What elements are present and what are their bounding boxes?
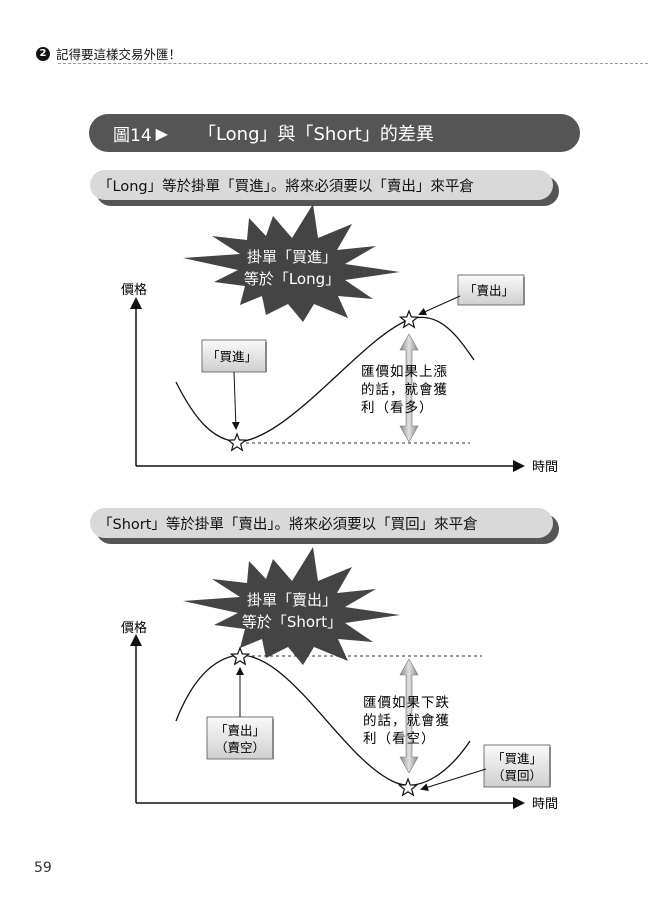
- figure-title: 「Long」與「Short」的差異: [197, 124, 434, 145]
- figure-title-banner: 圖14 ▶ 「Long」與「Short」的差異: [89, 114, 580, 152]
- short-diagram: 掛單「賣出」 等於「Short」 價格 時間 「賣出」 （賣空） 「買進」 （買…: [121, 547, 558, 812]
- short-subtitle-bar: 「Short」等於掛單「賣出」。將來必須要以「買回」來平倉: [90, 508, 553, 538]
- short-buy-callout: 「買進」 （買回）: [420, 744, 551, 792]
- short-note-line3: 利（看空）: [363, 731, 436, 747]
- page-number: 59: [34, 860, 52, 876]
- long-y-axis-label: 價格: [121, 282, 147, 298]
- short-note-line1: 匯價如果下跌: [363, 695, 450, 711]
- long-burst-line2: 等於「Long」: [244, 270, 340, 288]
- long-sell-star-icon: [398, 309, 420, 329]
- short-gain-arrow: [399, 658, 419, 774]
- long-sell-callout: 「賣出」: [418, 274, 525, 316]
- long-sell-label: 「賣出」: [464, 283, 514, 298]
- long-subtitle-bar: 「Long」等於掛單「買進」。將來必須要以「賣出」來平倉: [90, 170, 553, 200]
- short-sell-label-line1: 「賣出」: [215, 723, 265, 738]
- running-header: 2 記得要這樣交易外匯！: [36, 44, 181, 63]
- long-gain-arrow: [399, 333, 419, 443]
- long-note-line3: 利（看多）: [361, 399, 434, 416]
- long-note-line2: 的話，就會獲: [361, 381, 448, 398]
- short-burst-line2: 等於「Short」: [242, 613, 342, 631]
- long-buy-star-icon: [226, 432, 248, 452]
- long-diagram: 掛單「買進」 等於「Long」 價格 時間 「買進」 「賣出」 匯價如果上漲 的…: [121, 204, 558, 475]
- short-buy-star-icon: [397, 777, 419, 797]
- short-y-axis-label: 價格: [121, 620, 147, 636]
- long-burst-line1: 掛單「買進」: [247, 248, 337, 266]
- short-sell-callout: 「賣出」 （賣空）: [206, 667, 274, 760]
- long-starburst: [183, 204, 400, 322]
- long-buy-callout: 「買進」: [201, 339, 267, 430]
- short-note-line2: 的話，就會獲: [363, 712, 450, 729]
- triangle-right-icon: ▶: [155, 123, 168, 143]
- figure-label: 圖14: [113, 125, 152, 146]
- short-x-axis-label: 時間: [532, 797, 558, 812]
- short-burst-line1: 掛單「賣出」: [247, 591, 337, 609]
- long-subtitle: 「Long」等於掛單「買進」。將來必須要以「賣出」來平倉: [98, 178, 474, 195]
- long-price-curve: [175, 316, 475, 443]
- section-number-badge: 2: [36, 46, 50, 61]
- short-subtitle: 「Short」等於掛單「賣出」。將來必須要以「買回」來平倉: [98, 516, 478, 533]
- running-header-title: 記得要這樣交易外匯！: [56, 47, 182, 62]
- long-note-line1: 匯價如果上漲: [361, 364, 448, 380]
- long-x-axis-label: 時間: [532, 460, 558, 475]
- short-starburst: [183, 547, 400, 665]
- short-price-curve: [175, 654, 471, 786]
- short-sell-label-line2: （賣空）: [215, 740, 265, 755]
- long-buy-label: 「買進」: [207, 349, 257, 364]
- short-buy-label-line2: （買回）: [492, 768, 542, 783]
- short-buy-label-line1: 「買進」: [492, 751, 542, 766]
- header-divider: [58, 63, 648, 64]
- short-sell-star-icon: [229, 646, 251, 666]
